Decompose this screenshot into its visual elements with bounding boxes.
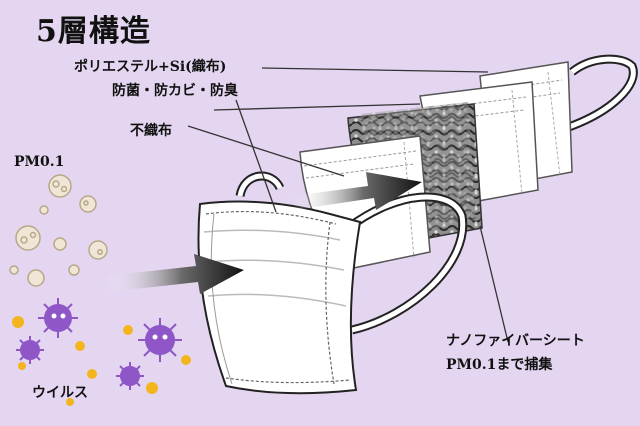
label-virus: ウイルス: [32, 385, 88, 401]
label-pm01: PM0.1: [14, 154, 65, 170]
leader-lines: [187, 67, 509, 343]
airflow-arrow-front: [106, 254, 244, 294]
front-mask-ear-loops: [235, 171, 468, 335]
label-nanofiber-sheet: ナノファイバーシート: [446, 333, 585, 349]
pm01-particles: [9, 174, 108, 287]
virus-particles: [16, 298, 182, 390]
airflow-arrows: [106, 172, 422, 294]
airflow-arrow-back: [292, 172, 422, 210]
label-pm01-capture: PM0.1まで捕集: [446, 357, 553, 373]
front-mask: [197, 200, 362, 395]
pollen-particles: [12, 316, 191, 406]
diagram-title: 5層構造: [36, 14, 151, 49]
label-nonwoven: 不織布: [130, 123, 172, 139]
label-antibacterial: 防菌・防カビ・防臭: [112, 83, 238, 99]
label-polyester-woven: ポリエステル+Si(織布): [74, 59, 227, 75]
